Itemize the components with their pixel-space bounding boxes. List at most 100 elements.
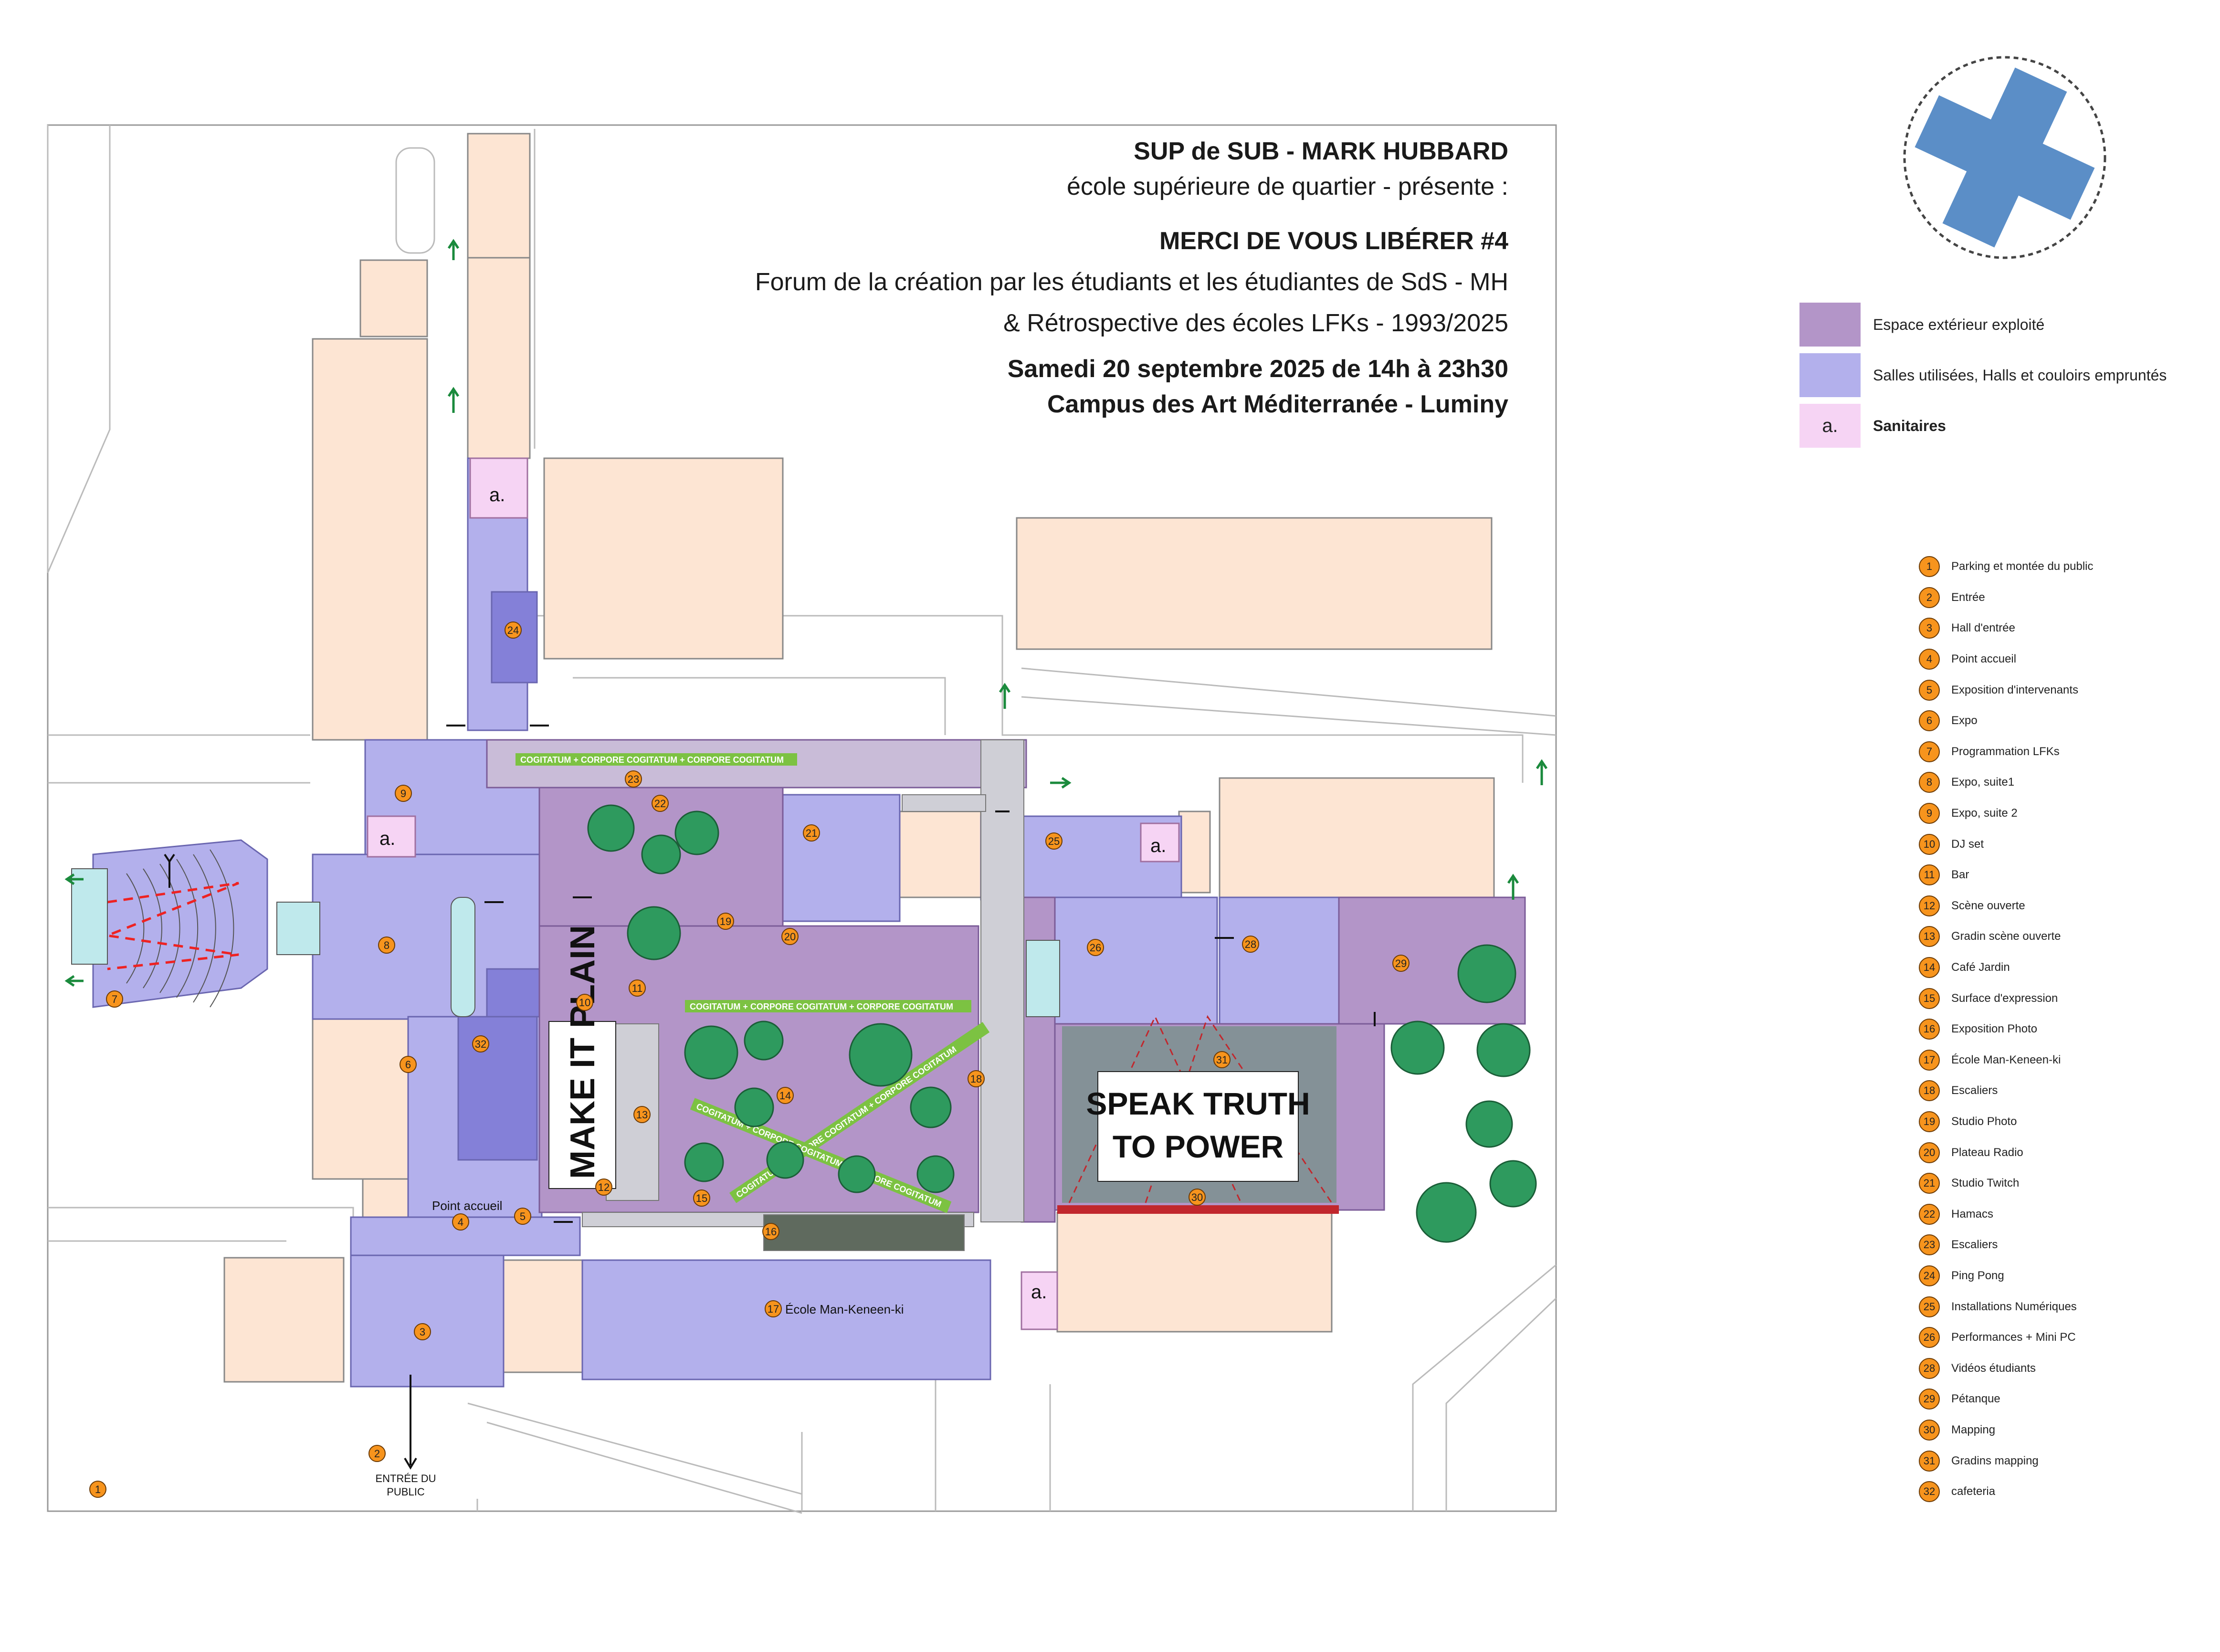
speak-truth-line2: TO POWER bbox=[1113, 1129, 1284, 1164]
marker-23: 23 bbox=[625, 770, 642, 788]
svg-text:13: 13 bbox=[636, 1109, 648, 1121]
marker-3: 3 bbox=[414, 1323, 431, 1340]
trees bbox=[587, 804, 1537, 1243]
compass-icon bbox=[1903, 56, 2106, 259]
marker-30: 30 bbox=[1189, 1189, 1206, 1206]
poi-number-badge: 16 bbox=[1919, 1019, 1940, 1040]
map-text-labels: Point accueil ENTRÉE DU PUBLIC École Man… bbox=[375, 1199, 904, 1498]
event-date: Samedi 20 septembre 2025 de 14h à 23h30 bbox=[1007, 355, 1508, 383]
poi-label: Escaliers bbox=[1951, 1084, 1998, 1097]
marker-7: 7 bbox=[106, 990, 123, 1008]
circulation-arrows bbox=[164, 725, 1376, 1470]
poi-number-badge: 11 bbox=[1919, 864, 1940, 886]
svg-text:21: 21 bbox=[806, 827, 817, 839]
svg-text:18: 18 bbox=[970, 1073, 982, 1085]
poi-number-badge: 8 bbox=[1919, 772, 1940, 793]
poi-label: Expo, suite1 bbox=[1951, 776, 2015, 789]
marker-10: 10 bbox=[576, 994, 593, 1011]
buildings bbox=[223, 133, 1495, 1383]
marker-17: 17 bbox=[765, 1300, 782, 1317]
poi-number-badge: 31 bbox=[1919, 1450, 1940, 1472]
sanitaire-label: a. bbox=[489, 484, 505, 505]
poi-number-badge: 22 bbox=[1919, 1203, 1940, 1225]
site-outlines bbox=[47, 124, 1557, 1514]
glass-hall bbox=[276, 902, 320, 955]
marker-31: 31 bbox=[1213, 1051, 1231, 1068]
cogitatum-text: COGITATUM + CORPORE COGITATUM + CORPORE … bbox=[690, 1002, 953, 1011]
poi-number-badge: 19 bbox=[1919, 1111, 1940, 1132]
poi-number-badge: 2 bbox=[1919, 587, 1940, 608]
svg-text:19: 19 bbox=[720, 915, 731, 927]
poi-label: Café Jardin bbox=[1951, 961, 2010, 974]
event-title: MERCI DE VOUS LIBÉRER #4 bbox=[1159, 227, 1508, 255]
poi-number-badge: 9 bbox=[1919, 803, 1940, 824]
poi-label: Vidéos étudiants bbox=[1951, 1361, 2036, 1375]
poi-label: Ping Pong bbox=[1951, 1269, 2004, 1282]
svg-text:30: 30 bbox=[1191, 1191, 1203, 1203]
svg-text:10: 10 bbox=[579, 997, 590, 1009]
poi-number-badge: 24 bbox=[1919, 1265, 1940, 1286]
marker-15: 15 bbox=[693, 1189, 710, 1207]
poi-number-badge: 14 bbox=[1919, 957, 1940, 979]
poi-label: Parking et montée du public bbox=[1951, 560, 2094, 573]
exit-arrows bbox=[64, 239, 1548, 987]
legend-swatch-outdoor bbox=[1799, 303, 1861, 347]
poi-label: Exposition Photo bbox=[1951, 1022, 2038, 1036]
poi-label: Studio Photo bbox=[1951, 1115, 2017, 1128]
svg-text:17: 17 bbox=[768, 1303, 779, 1315]
point-accueil-label: Point accueil bbox=[432, 1199, 502, 1213]
poi-label: Performances + Mini PC bbox=[1951, 1331, 2076, 1344]
marker-24: 24 bbox=[505, 621, 522, 639]
svg-text:11: 11 bbox=[632, 982, 643, 994]
poi-label: Gradin scène ouverte bbox=[1951, 930, 2061, 943]
sanitaire-label: a. bbox=[379, 828, 395, 849]
marker-6: 6 bbox=[400, 1056, 417, 1073]
event-header: SUP de SUB - MARK HUBBARD école supérieu… bbox=[525, 134, 1508, 422]
svg-text:4: 4 bbox=[458, 1216, 463, 1228]
marker-20: 20 bbox=[781, 928, 799, 945]
marker-32: 32 bbox=[472, 1035, 489, 1052]
poi-item: 24 Ping Pong bbox=[1919, 1261, 2094, 1292]
svg-text:26: 26 bbox=[1090, 942, 1101, 954]
poi-label: Point accueil bbox=[1951, 652, 2017, 666]
sanitaire-labels: a. a. a. a. bbox=[379, 484, 1166, 1303]
poi-label: École Man-Keneen-ki bbox=[1951, 1053, 2061, 1066]
poi-label: Programmation LFKs bbox=[1951, 745, 2060, 758]
poi-label: DJ set bbox=[1951, 837, 1984, 851]
poi-label: Pétanque bbox=[1951, 1392, 2000, 1406]
glass-hall bbox=[1026, 940, 1060, 1017]
event-description-1: Forum de la création par les étudiants e… bbox=[755, 268, 1508, 296]
svg-text:14: 14 bbox=[779, 1090, 791, 1102]
ecole-label: École Man-Keneen-ki bbox=[785, 1302, 904, 1316]
marker-14: 14 bbox=[777, 1087, 794, 1104]
poi-label: Escaliers bbox=[1951, 1238, 1998, 1252]
poi-label: cafeteria bbox=[1951, 1485, 1996, 1498]
marker-2: 2 bbox=[368, 1445, 386, 1462]
poi-label: Expo bbox=[1951, 714, 1978, 727]
poi-number-badge: 7 bbox=[1919, 741, 1940, 762]
poi-number-badge: 15 bbox=[1919, 988, 1940, 1009]
svg-text:31: 31 bbox=[1216, 1054, 1228, 1066]
svg-text:20: 20 bbox=[784, 931, 796, 943]
poi-number-badge: 21 bbox=[1919, 1173, 1940, 1194]
poi-number-badge: 23 bbox=[1919, 1234, 1940, 1256]
legend-item: Espace extérieur exploité bbox=[1799, 301, 2167, 348]
svg-text:15: 15 bbox=[696, 1192, 707, 1204]
event-venue: Campus des Art Méditerranée - Luminy bbox=[1047, 390, 1508, 418]
marker-18: 18 bbox=[968, 1070, 985, 1087]
sanitaire-label: a. bbox=[1031, 1282, 1047, 1303]
svg-text:29: 29 bbox=[1395, 958, 1407, 969]
organizer-title: SUP de SUB - MARK HUBBARD bbox=[1134, 137, 1508, 165]
glass-hall bbox=[451, 897, 475, 1017]
